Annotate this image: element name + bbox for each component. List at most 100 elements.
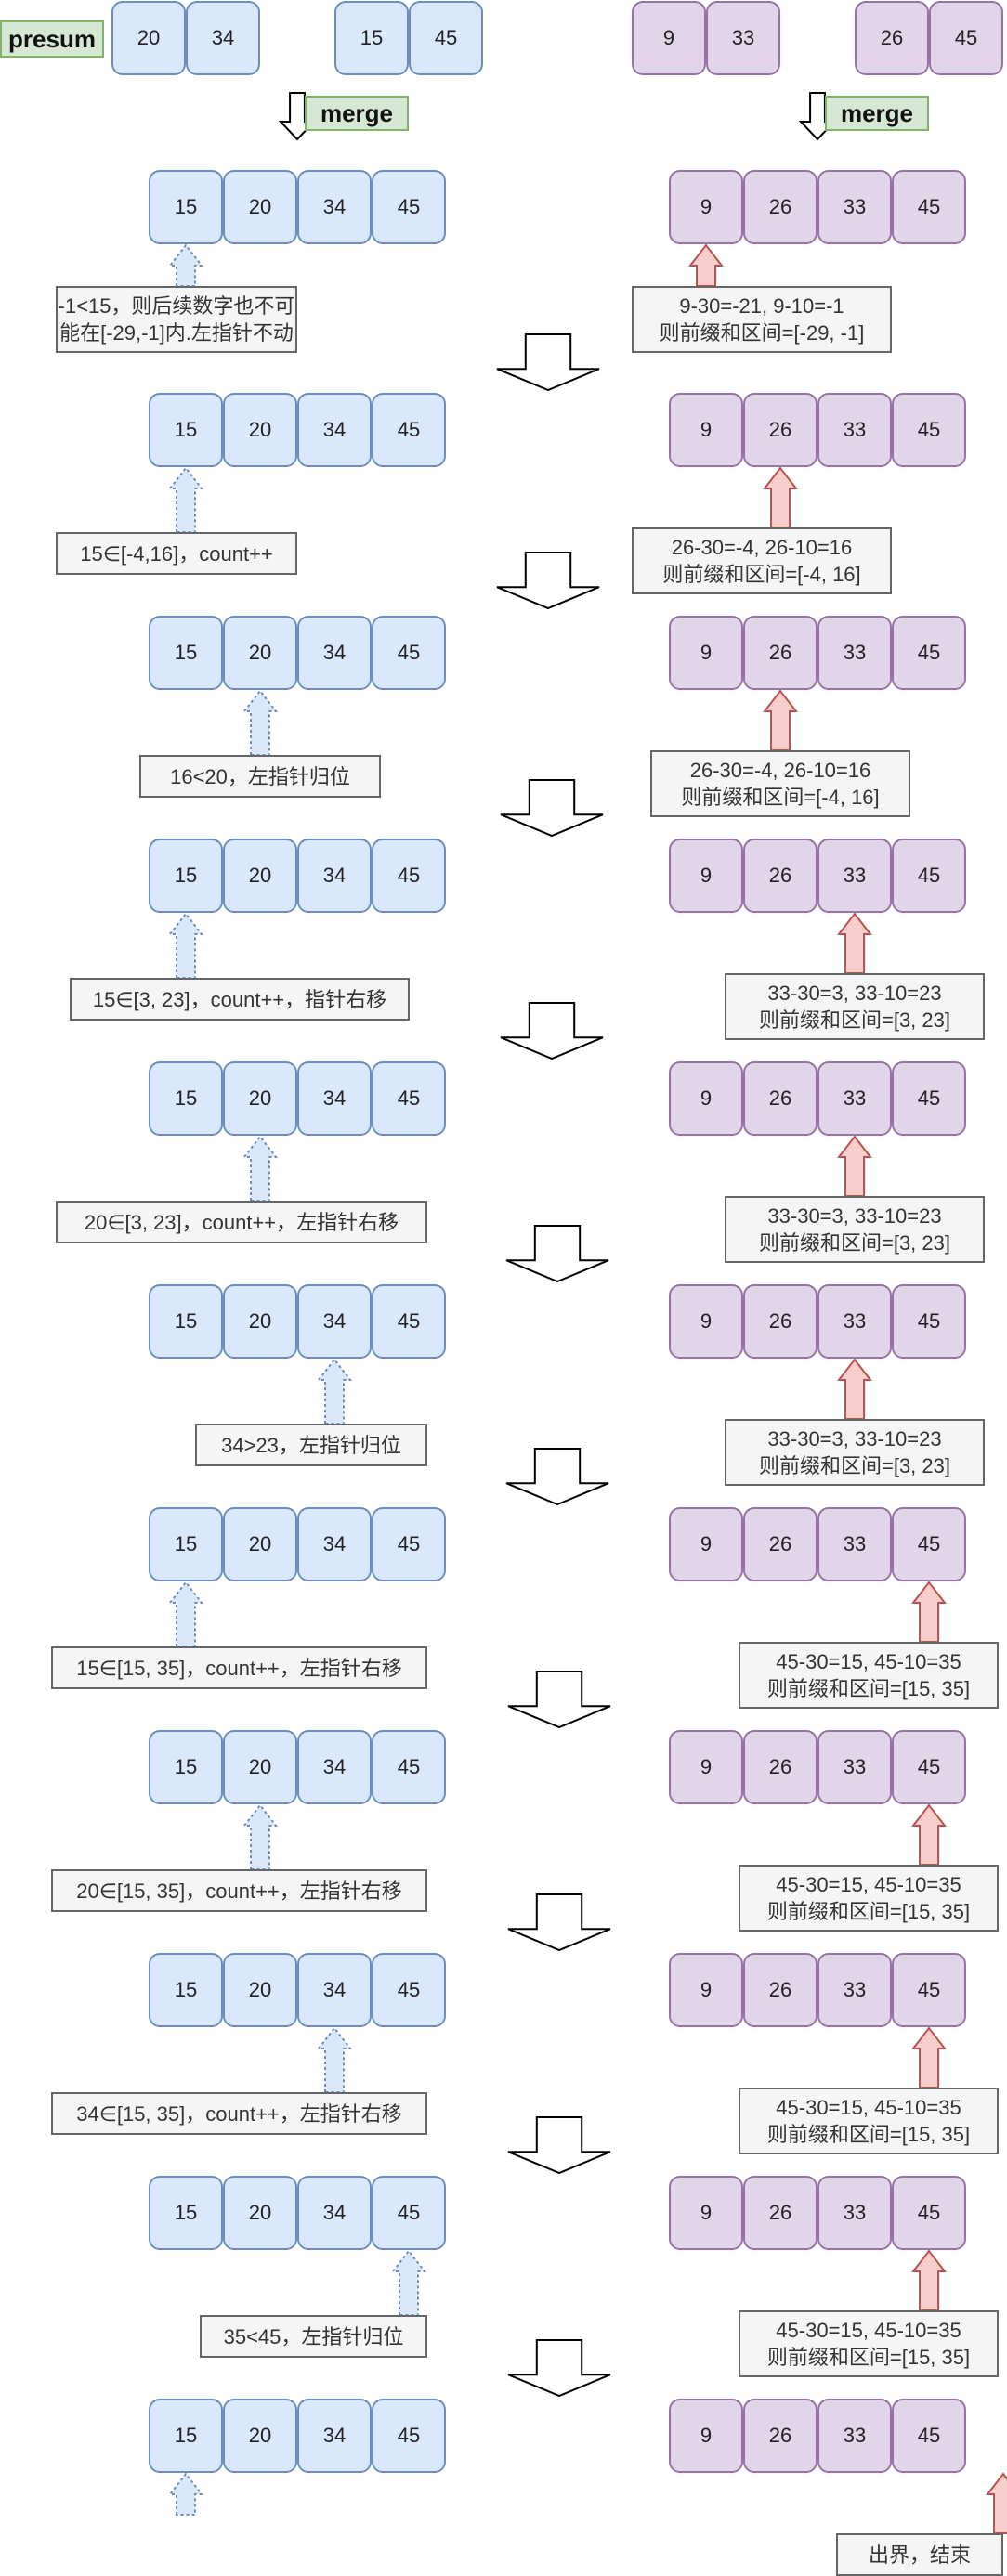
- merged-right-cell: 26: [743, 2176, 817, 2250]
- merged-right-cell: 9: [669, 2399, 743, 2473]
- step-arrow: [496, 552, 600, 610]
- right-pointer-note: 33-30=3, 33-10=23 则前缀和区间=[3, 23]: [725, 973, 985, 1040]
- merged-right-cell: 26: [743, 1284, 817, 1359]
- merged-left-cell: 20: [223, 1284, 297, 1359]
- right-pointer-arrow: [762, 689, 799, 751]
- merged-right-cell: 45: [892, 1507, 966, 1581]
- left-pointer-note: 20∈[3, 23]，count++，左指针右移: [56, 1201, 427, 1243]
- merged-left-cell: 15: [149, 2176, 223, 2250]
- merged-right-cell: 26: [743, 2399, 817, 2473]
- left-pointer-note: 15∈[3, 23]，count++，指针右移: [70, 978, 410, 1021]
- left-pointer-arrow: [167, 466, 204, 533]
- merged-left-cell: 45: [372, 1953, 446, 2027]
- merged-left-cell: 20: [223, 2399, 297, 2473]
- merged-right-cell: 9: [669, 2176, 743, 2250]
- right-pointer-note: 33-30=3, 33-10=23 则前缀和区间=[3, 23]: [725, 1196, 985, 1263]
- step-arrow: [496, 333, 600, 392]
- merged-right-cell: 45: [892, 1284, 966, 1359]
- merged-left-cell: 20: [223, 839, 297, 913]
- merged-right-cell: 33: [817, 1953, 892, 2027]
- merged-right-cell: 45: [892, 2399, 966, 2473]
- merged-left-cell: 20: [223, 1507, 297, 1581]
- merged-right-cell: 33: [817, 393, 892, 467]
- merged-left-cell: 45: [372, 1061, 446, 1136]
- merged-left-cell: 15: [149, 1284, 223, 1359]
- presum-cell: 34: [186, 1, 260, 75]
- right-pointer-arrow: [910, 2249, 948, 2311]
- merge-label-left: merge: [305, 96, 409, 131]
- step-arrow: [507, 2339, 611, 2398]
- right-pointer-arrow: [836, 1135, 873, 1197]
- right-pointer-arrow: [985, 2472, 1007, 2534]
- presum-cell: 20: [111, 1, 186, 75]
- merged-left-cell: 45: [372, 1730, 446, 1804]
- merged-left-cell: 15: [149, 1061, 223, 1136]
- merged-left-cell: 15: [149, 1953, 223, 2027]
- merged-right-cell: 26: [743, 1061, 817, 1136]
- left-pointer-note: -1<15，则后续数字也不可 能在[-29,-1]内.左指针不动: [56, 286, 297, 353]
- merged-right-cell: 26: [743, 616, 817, 690]
- step-arrow: [507, 2116, 611, 2175]
- merged-right-cell: 9: [669, 839, 743, 913]
- merged-left-cell: 15: [149, 2399, 223, 2473]
- merged-left-cell: 34: [297, 1061, 372, 1136]
- merged-right-cell: 26: [743, 1953, 817, 2027]
- merged-right-cell: 33: [817, 1507, 892, 1581]
- left-pointer-note: 15∈[-4,16]，count++: [56, 532, 297, 575]
- merged-right-cell: 9: [669, 1061, 743, 1136]
- merged-right-cell: 45: [892, 1061, 966, 1136]
- right-pointer-note: 33-30=3, 33-10=23 则前缀和区间=[3, 23]: [725, 1419, 985, 1486]
- left-pointer-arrow: [167, 1581, 204, 1647]
- right-pointer-note: 9-30=-21, 9-10=-1 则前缀和区间=[-29, -1]: [632, 286, 892, 353]
- right-pointer-note: 出界，结束: [836, 2533, 1003, 2576]
- merged-left-cell: 20: [223, 1730, 297, 1804]
- right-pointer-note: 45-30=15, 45-10=35 则前缀和区间=[15, 35]: [739, 1642, 999, 1709]
- merged-left-cell: 20: [223, 2176, 297, 2250]
- merged-left-cell: 34: [297, 1507, 372, 1581]
- merged-right-cell: 26: [743, 839, 817, 913]
- right-pointer-arrow: [836, 912, 873, 974]
- merged-left-cell: 34: [297, 1953, 372, 2027]
- merged-left-cell: 15: [149, 1730, 223, 1804]
- left-pointer-note: 34>23，左指针归位: [195, 1424, 427, 1466]
- merged-right-cell: 26: [743, 1730, 817, 1804]
- merged-left-cell: 20: [223, 393, 297, 467]
- left-pointer-note: 16<20，左指针归位: [139, 755, 381, 798]
- left-pointer-arrow: [316, 2026, 353, 2093]
- merged-right-cell: 26: [743, 1507, 817, 1581]
- merged-left-cell: 15: [149, 393, 223, 467]
- left-pointer-arrow: [316, 1358, 353, 1425]
- left-pointer-arrow: [167, 912, 204, 979]
- right-pointer-arrow: [910, 2026, 948, 2088]
- merged-right-cell: 33: [817, 1061, 892, 1136]
- merged-left-cell: 34: [297, 839, 372, 913]
- presum-cell: 45: [409, 1, 483, 75]
- left-pointer-note: 34∈[15, 35]，count++，左指针右移: [51, 2092, 427, 2135]
- merged-left-cell: 34: [297, 616, 372, 690]
- left-pointer-note: 20∈[15, 35]，count++，左指针右移: [51, 1869, 427, 1912]
- merged-left-cell: 34: [297, 2176, 372, 2250]
- merged-right-cell: 45: [892, 170, 966, 244]
- merged-left-cell: 34: [297, 393, 372, 467]
- step-arrow: [500, 1002, 604, 1060]
- merged-left-cell: 34: [297, 2399, 372, 2473]
- merged-right-cell: 9: [669, 393, 743, 467]
- merged-right-cell: 9: [669, 1284, 743, 1359]
- merged-right-cell: 45: [892, 616, 966, 690]
- merged-right-cell: 33: [817, 1730, 892, 1804]
- right-pointer-arrow: [910, 1581, 948, 1643]
- merged-left-cell: 34: [297, 1730, 372, 1804]
- presum-cell: 26: [855, 1, 929, 75]
- merged-left-cell: 45: [372, 1507, 446, 1581]
- merge-label-right: merge: [825, 96, 929, 131]
- right-pointer-arrow: [836, 1358, 873, 1420]
- merged-right-cell: 9: [669, 170, 743, 244]
- merged-left-cell: 15: [149, 170, 223, 244]
- merged-left-cell: 15: [149, 1507, 223, 1581]
- merged-right-cell: 9: [669, 616, 743, 690]
- right-pointer-note: 45-30=15, 45-10=35 则前缀和区间=[15, 35]: [739, 2088, 999, 2154]
- presum-cell: 45: [929, 1, 1003, 75]
- merged-right-cell: 33: [817, 2176, 892, 2250]
- merged-right-cell: 26: [743, 393, 817, 467]
